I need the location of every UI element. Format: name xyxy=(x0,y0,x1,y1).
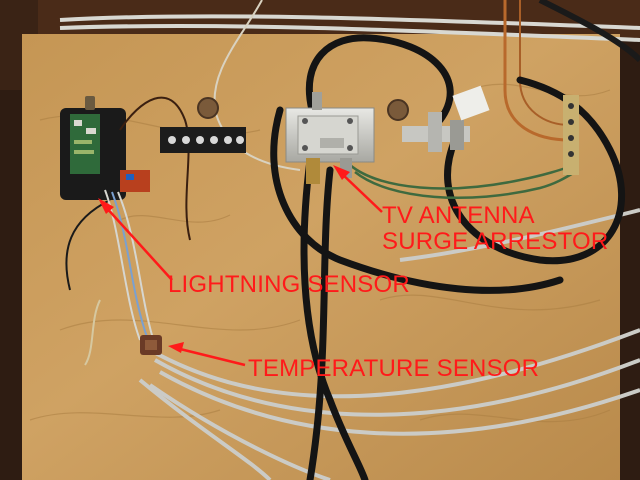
annotation-arrows xyxy=(98,165,383,367)
green-ground-wires xyxy=(349,163,576,200)
lightning-sensor-box xyxy=(60,96,126,200)
terminal-block xyxy=(160,127,246,153)
label-tv-antenna-line1: TV ANTENNA xyxy=(382,202,535,229)
coax-splitter xyxy=(402,85,490,152)
label-lightning-sensor: LIGHTNING SENSOR xyxy=(168,271,410,298)
grey-cable-bundle xyxy=(138,208,640,480)
arrowhead-temperature-sensor xyxy=(168,342,184,353)
mounting-screws xyxy=(197,97,409,121)
coax-cables xyxy=(270,34,626,480)
arrowhead-lightning-sensor xyxy=(98,198,114,214)
black-cable-top-right xyxy=(538,0,640,63)
ground-bus-bar xyxy=(563,95,579,175)
arrowhead-tv-antenna xyxy=(333,165,350,180)
label-tv-antenna-surge-arrestor: TV ANTENNA SURGE ARRESTOR xyxy=(382,203,608,255)
arrow-temperature-sensor xyxy=(175,346,246,367)
temperature-sensor-probe xyxy=(140,335,162,355)
top-grey-cables xyxy=(59,14,640,42)
red-connector xyxy=(120,170,150,192)
label-temperature-sensor: TEMPERATURE SENSOR xyxy=(248,355,540,382)
copper-ground-wire xyxy=(503,0,571,142)
label-tv-antenna-line2: SURGE ARRESTOR xyxy=(382,228,609,255)
arrow-tv-antenna xyxy=(339,171,383,213)
arrow-lightning-sensor xyxy=(103,204,173,281)
surge-arrestor-block xyxy=(285,92,375,184)
